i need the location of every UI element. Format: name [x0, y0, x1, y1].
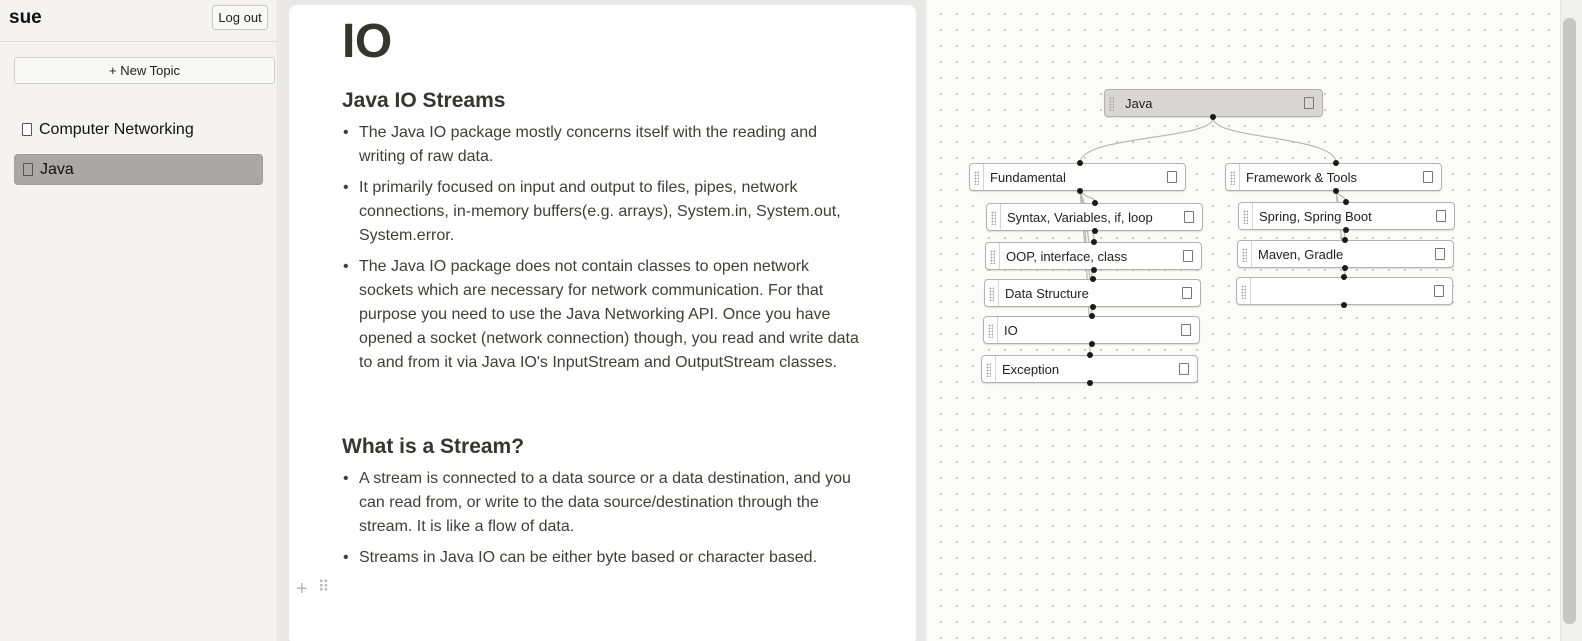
sidebar-item-java[interactable]: Java: [14, 154, 263, 185]
drag-handle-icon[interactable]: [985, 280, 999, 306]
document-icon[interactable]: [1436, 210, 1446, 222]
document-icon[interactable]: [1435, 248, 1445, 260]
connection-handle[interactable]: [1333, 160, 1339, 166]
node-label: Java: [1125, 95, 1153, 111]
drag-handle-icon[interactable]: [1226, 164, 1240, 190]
document-icon[interactable]: [1167, 171, 1177, 183]
connection-handle[interactable]: [1342, 265, 1348, 271]
document-icon[interactable]: [1423, 171, 1433, 183]
node-label: Maven, Gradle: [1258, 246, 1344, 262]
connection-handle[interactable]: [1091, 267, 1097, 273]
drag-handle-icon[interactable]: [1238, 241, 1252, 267]
node-label: OOP, interface, class: [1006, 248, 1128, 264]
document-icon[interactable]: [1434, 285, 1444, 297]
list-item[interactable]: The Java IO package does not contain cla…: [342, 255, 862, 375]
section-heading[interactable]: Java IO Streams: [342, 89, 506, 112]
username: sue: [9, 7, 42, 28]
drag-handle-icon[interactable]: [986, 243, 1000, 269]
connection-handle[interactable]: [1089, 341, 1095, 347]
document-icon: [23, 163, 33, 176]
mindmap-node[interactable]: Spring, Spring Boot: [1238, 202, 1455, 230]
sidebar-item-label: Java: [40, 160, 74, 178]
connection-handle[interactable]: [1090, 304, 1096, 310]
section-heading[interactable]: What is a Stream?: [342, 435, 525, 458]
connection-handle[interactable]: [1342, 237, 1348, 243]
node-label: Spring, Spring Boot: [1259, 208, 1372, 224]
drag-handle-icon[interactable]: [987, 204, 1001, 230]
drag-handle-icon[interactable]: [1239, 203, 1253, 229]
connection-handle[interactable]: [1092, 228, 1098, 234]
scrollbar-thumb[interactable]: [1563, 18, 1576, 624]
plus-icon[interactable]: +: [296, 578, 308, 600]
mindmap-node[interactable]: Data Structure: [984, 279, 1201, 307]
logout-button[interactable]: Log out: [212, 5, 268, 30]
sidebar-item-label: Computer Networking: [39, 120, 194, 138]
new-topic-button[interactable]: + New Topic: [14, 57, 275, 84]
node-label: Framework & Tools: [1246, 169, 1358, 185]
node-label: IO: [1004, 322, 1018, 338]
sidebar-item-computer-networking[interactable]: Computer Networking: [14, 114, 263, 145]
drag-handle-icon[interactable]: [1105, 90, 1119, 116]
connection-handle[interactable]: [1090, 276, 1096, 282]
connection-handle[interactable]: [1210, 114, 1216, 120]
mindmap-node-framework-tools[interactable]: Framework & Tools: [1225, 163, 1442, 191]
mindmap-node-empty[interactable]: [1236, 277, 1453, 305]
sidebar: sue Log out + New Topic Computer Network…: [0, 0, 278, 641]
list-item[interactable]: It primarily focused on input and output…: [342, 176, 862, 248]
bullet-list: A stream is connected to a data source o…: [342, 467, 862, 577]
mindmap-node[interactable]: OOP, interface, class: [985, 242, 1202, 270]
bullet-list: The Java IO package mostly concerns itse…: [342, 121, 862, 382]
drag-handle-icon[interactable]: [984, 317, 998, 343]
connection-handle[interactable]: [1333, 188, 1339, 194]
list-item[interactable]: Streams in Java IO can be either byte ba…: [342, 546, 862, 570]
mindmap-node-root[interactable]: Java: [1104, 89, 1323, 117]
document-icon[interactable]: [1179, 363, 1189, 375]
mindmap-node-fundamental[interactable]: Fundamental: [969, 163, 1186, 191]
mindmap-node[interactable]: IO: [983, 316, 1200, 344]
connection-handle[interactable]: [1343, 227, 1349, 233]
drag-handle-icon[interactable]: [982, 356, 996, 382]
mindmap-node[interactable]: Syntax, Variables, if, loop: [986, 203, 1203, 231]
block-tools: + ⠿: [296, 578, 330, 601]
connection-handle[interactable]: [1077, 160, 1083, 166]
connection-handle[interactable]: [1343, 199, 1349, 205]
mindmap-node[interactable]: Exception: [981, 355, 1198, 383]
connection-handle[interactable]: [1091, 239, 1097, 245]
document-icon[interactable]: [1184, 211, 1194, 223]
connection-handle[interactable]: [1089, 313, 1095, 319]
node-label: Exception: [1002, 361, 1060, 377]
connection-handle[interactable]: [1077, 188, 1083, 194]
drag-handle-icon[interactable]: ⠿: [317, 579, 330, 596]
connection-handle[interactable]: [1341, 302, 1347, 308]
sidebar-header: sue Log out: [0, 0, 278, 42]
connection-handle[interactable]: [1341, 274, 1347, 280]
list-item[interactable]: The Java IO package mostly concerns itse…: [342, 121, 862, 169]
node-label: Syntax, Variables, if, loop: [1007, 209, 1153, 225]
page-title[interactable]: IO: [342, 15, 392, 68]
connection-handle[interactable]: [1087, 352, 1093, 358]
document-icon[interactable]: [1182, 287, 1192, 299]
document-icon[interactable]: [1181, 324, 1191, 336]
node-label: Data Structure: [1005, 285, 1089, 301]
node-label: Fundamental: [990, 169, 1066, 185]
document-icon: [22, 123, 32, 136]
connection-handle[interactable]: [1087, 380, 1093, 386]
mindmap-node[interactable]: Maven, Gradle: [1237, 240, 1454, 268]
connection-handle[interactable]: [1092, 200, 1098, 206]
drag-handle-icon[interactable]: [970, 164, 984, 190]
drag-handle-icon[interactable]: [1237, 278, 1251, 304]
document-icon[interactable]: [1183, 250, 1193, 262]
list-item[interactable]: A stream is connected to a data source o…: [342, 467, 862, 539]
document-icon[interactable]: [1304, 97, 1314, 109]
